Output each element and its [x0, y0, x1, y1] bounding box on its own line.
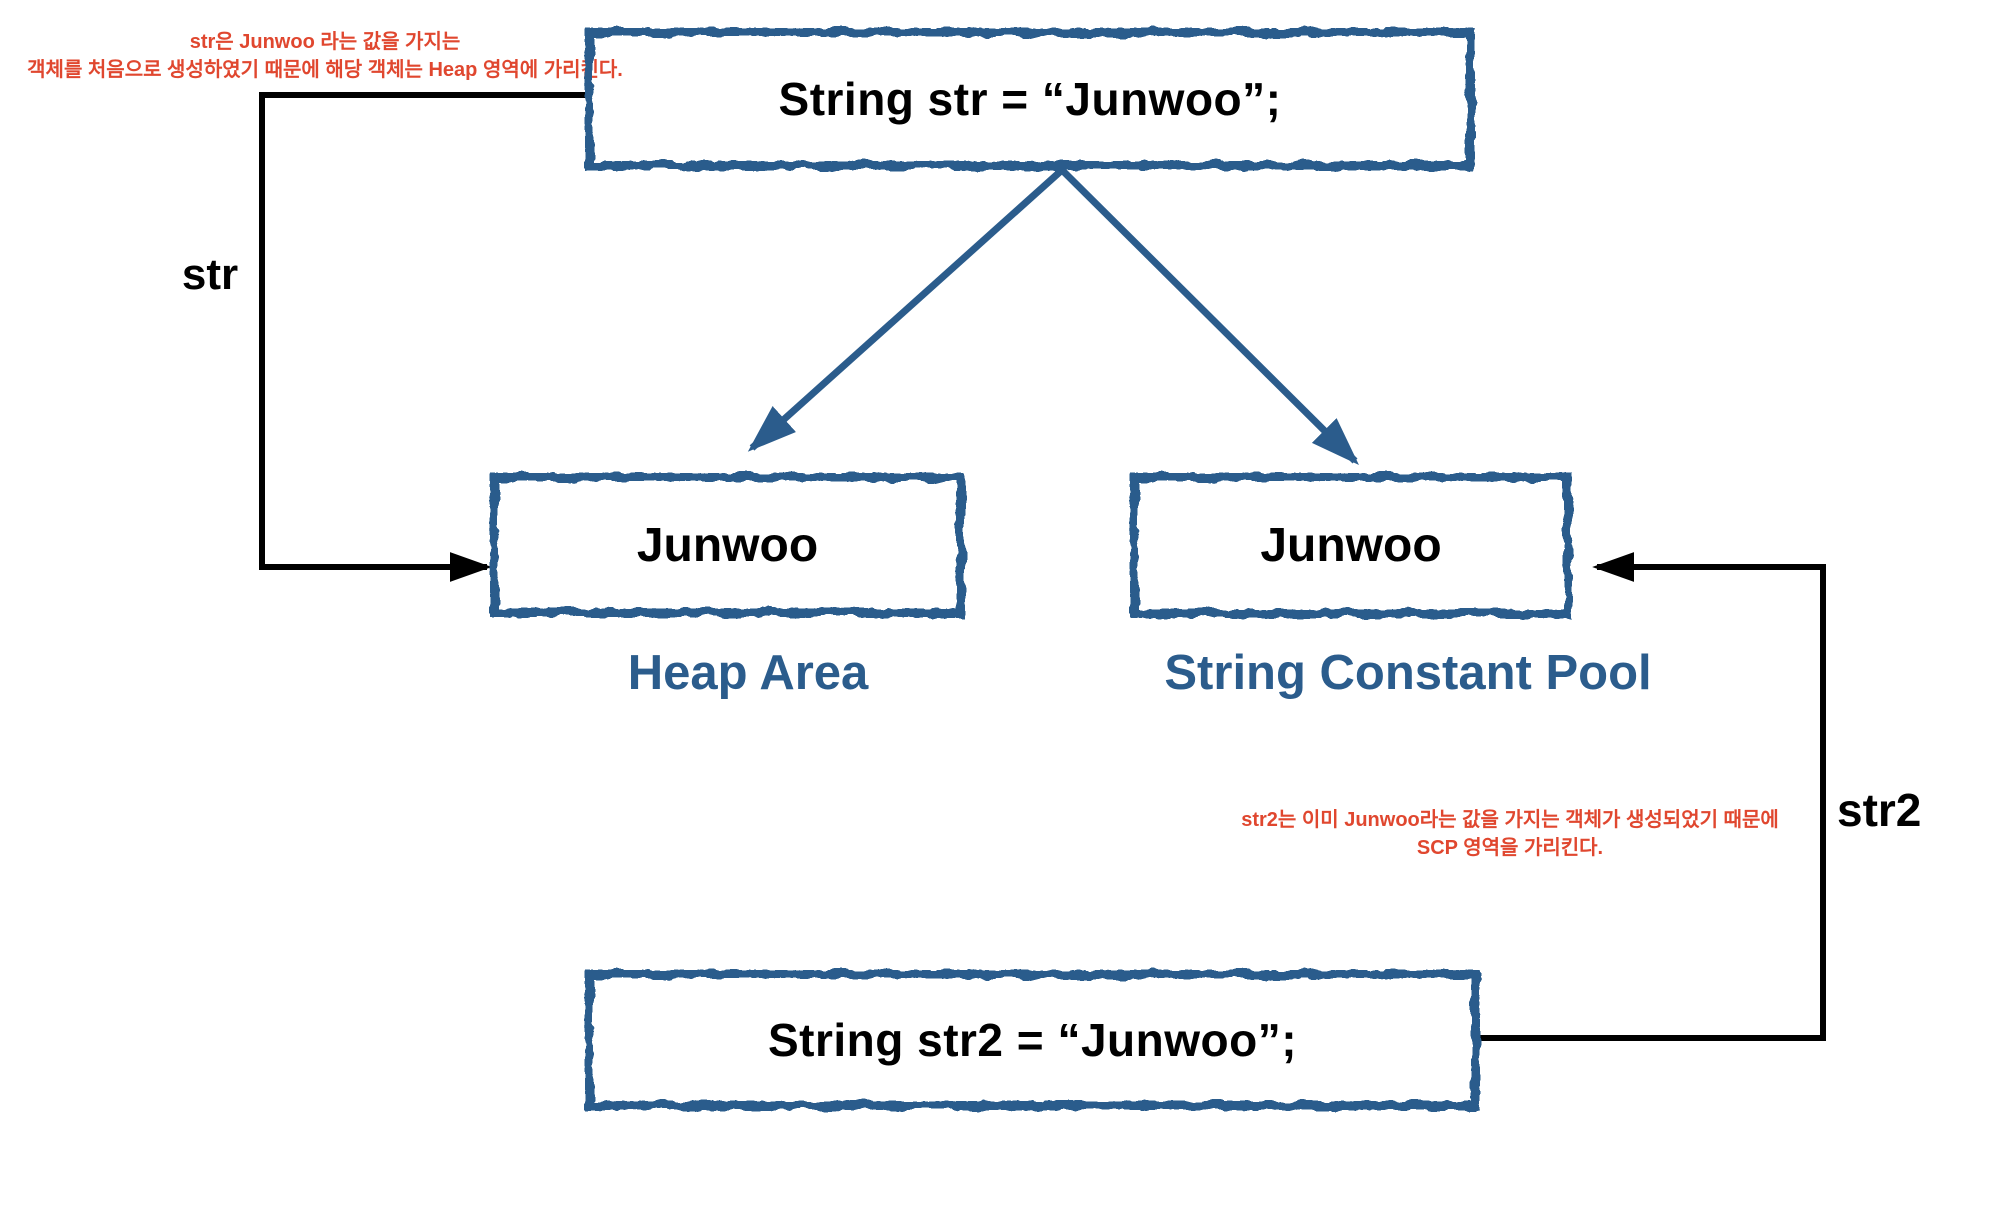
str-note: str은 Junwoo 라는 값을 가지는 객체를 처음으로 생성하였기 때문에… — [0, 28, 670, 84]
str2-reference-arrow — [1480, 552, 1826, 1041]
heap-area-caption: Heap Area — [627, 646, 869, 700]
str-note-line1: str은 Junwoo 라는 값을 가지는 — [189, 31, 461, 53]
str2-note-line1: str2는 이미 Junwoo라는 값을 가지는 객체가 생성되었기 때문에 — [1241, 809, 1779, 831]
str2-declaration-box: String str2 = “Junwoo”; — [585, 970, 1480, 1110]
str2-declaration-box-border — [585, 970, 1480, 1110]
str-declaration-box-border — [585, 28, 1475, 170]
top-to-scp-arrow — [1059, 167, 1359, 465]
str2-note-line2: SCP 영역을 가리킨다. — [1416, 837, 1604, 859]
scp-value-box-border — [1130, 473, 1572, 618]
scp-caption: String Constant Pool — [1164, 646, 1652, 700]
str2-note: str2는 이미 Junwoo라는 값을 가지는 객체가 생성되었기 때문에 S… — [1210, 806, 1810, 862]
heap-value-box-border — [490, 473, 965, 617]
str-declaration-box: String str = “Junwoo”; — [585, 28, 1475, 170]
heap-value-box: Junwoo — [490, 473, 965, 617]
scp-value-box: Junwoo — [1130, 473, 1572, 618]
str2-variable-label: str2 — [1837, 784, 1922, 836]
top-to-heap-arrow — [747, 167, 1065, 452]
str-variable-label: str — [181, 250, 239, 299]
str2-declaration-text: String str2 = “Junwoo”; — [767, 1014, 1298, 1066]
heap-value-text: Junwoo — [636, 518, 819, 572]
str-declaration-text: String str = “Junwoo”; — [778, 73, 1282, 125]
scp-value-text: Junwoo — [1260, 519, 1442, 572]
str-note-line2: 객체를 처음으로 생성하였기 때문에 해당 객체는 Heap 영역에 가리킨다. — [27, 59, 623, 81]
